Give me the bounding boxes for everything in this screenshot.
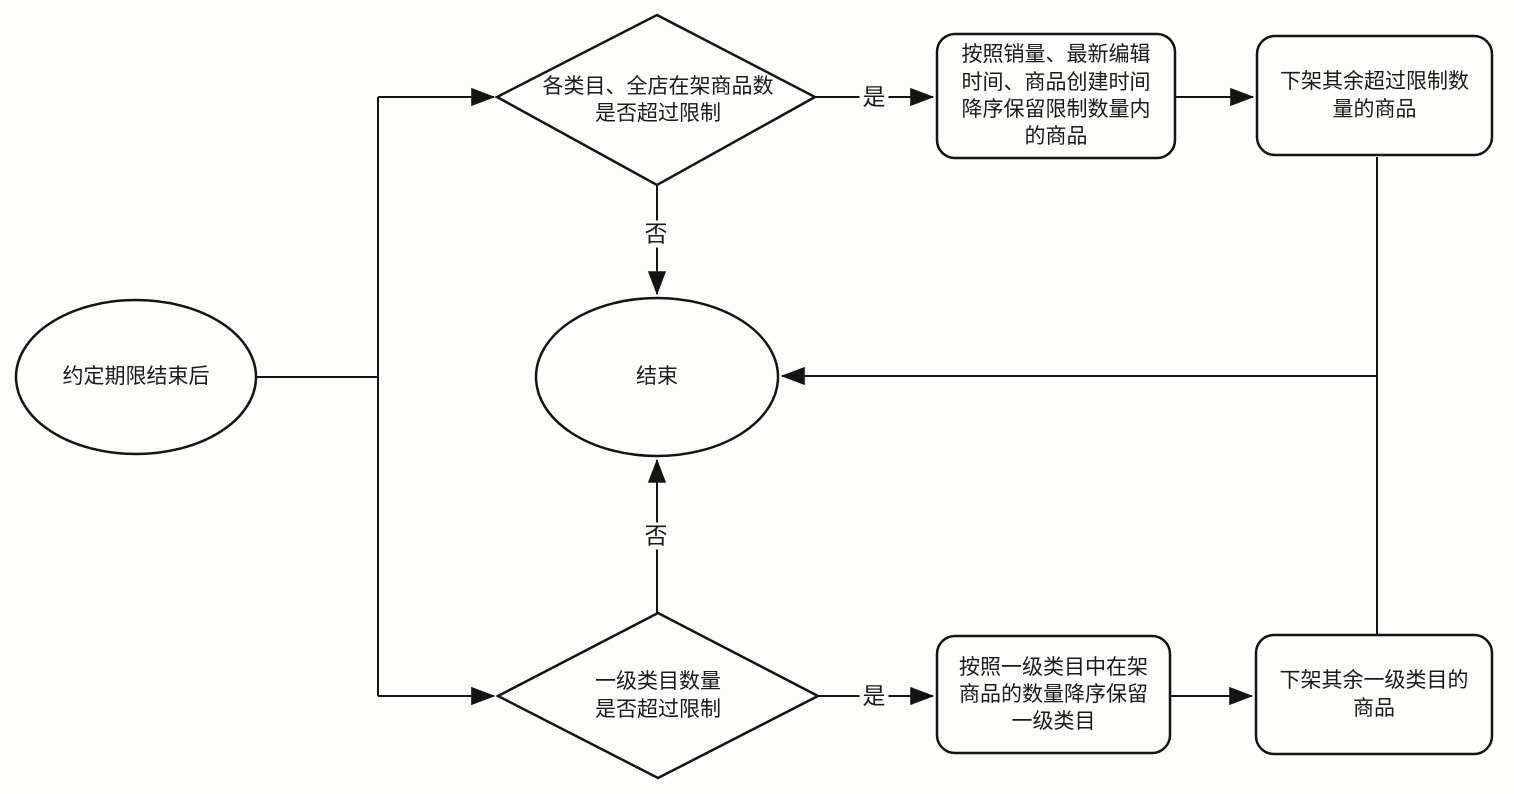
edge-label-no-bottom: 否 [641, 522, 671, 550]
node-check-category-limit-shape [495, 611, 821, 780]
node-delist-excess-items-shape [1255, 34, 1494, 157]
node-delist-excess-categories-shape [1254, 633, 1494, 756]
edge-label-yes-bottom: 是 [859, 682, 889, 710]
node-end-shape [534, 296, 780, 458]
edge-label-no-top: 否 [641, 220, 671, 248]
node-check-listing-limit-shape [494, 13, 818, 187]
edge-label-yes-top: 是 [859, 83, 889, 111]
node-keep-categories-shape [935, 634, 1172, 755]
node-start-shape [14, 298, 258, 456]
node-keep-within-limit-shape [935, 32, 1177, 160]
